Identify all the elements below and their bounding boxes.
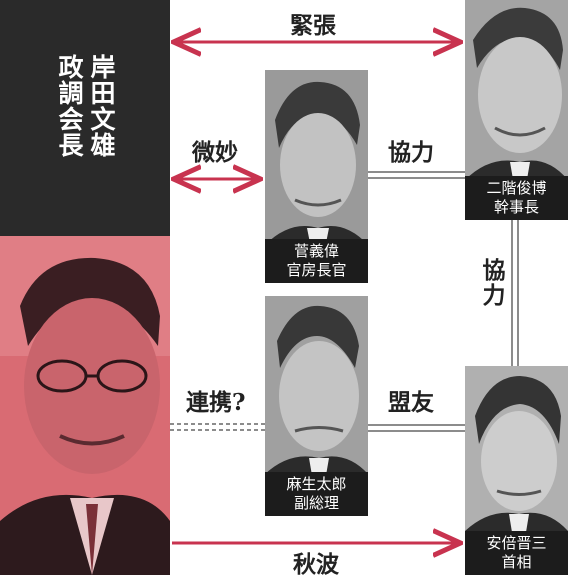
abe-caption: 安倍晋三 首相 bbox=[465, 531, 568, 575]
abe-portrait: 安倍晋三 首相 bbox=[465, 366, 568, 575]
nikai-name: 二階俊博 bbox=[486, 179, 547, 197]
nikai-portrait: 二階俊博 幹事長 bbox=[465, 0, 568, 220]
suga-name: 菅義偉 bbox=[293, 242, 339, 260]
label-cooperation-nikai-abe: 協力 bbox=[478, 258, 505, 308]
suga-portrait: 菅義偉 官房長官 bbox=[265, 70, 368, 283]
kishida-title: 政調会長 bbox=[55, 54, 84, 158]
nikai-caption: 二階俊博 幹事長 bbox=[465, 176, 568, 220]
label-cooperation-suga-nikai: 協力 bbox=[388, 139, 434, 166]
label-overture: 秋波 bbox=[293, 551, 339, 578]
nikai-position: 幹事長 bbox=[493, 198, 539, 216]
suga-caption: 菅義偉 官房長官 bbox=[265, 239, 368, 283]
label-delicate: 微妙 bbox=[192, 139, 238, 166]
aso-position: 副総理 bbox=[293, 494, 339, 512]
abe-position: 首相 bbox=[501, 553, 532, 571]
label-ally: 盟友 bbox=[388, 389, 434, 416]
abe-name: 安倍晋三 bbox=[486, 534, 547, 552]
kishida-name: 岸田文雄 bbox=[87, 54, 116, 158]
label-cooperation-question: 連携? bbox=[186, 389, 246, 416]
suga-position: 官房長官 bbox=[286, 261, 347, 279]
kishida-portrait-image bbox=[0, 236, 170, 575]
kishida-name-panel bbox=[0, 0, 170, 236]
aso-caption: 麻生太郎 副総理 bbox=[265, 472, 368, 516]
aso-name: 麻生太郎 bbox=[286, 475, 347, 493]
label-tension: 緊張 bbox=[290, 12, 336, 39]
aso-portrait: 麻生太郎 副総理 bbox=[265, 296, 368, 516]
kishida-portrait bbox=[0, 236, 170, 575]
